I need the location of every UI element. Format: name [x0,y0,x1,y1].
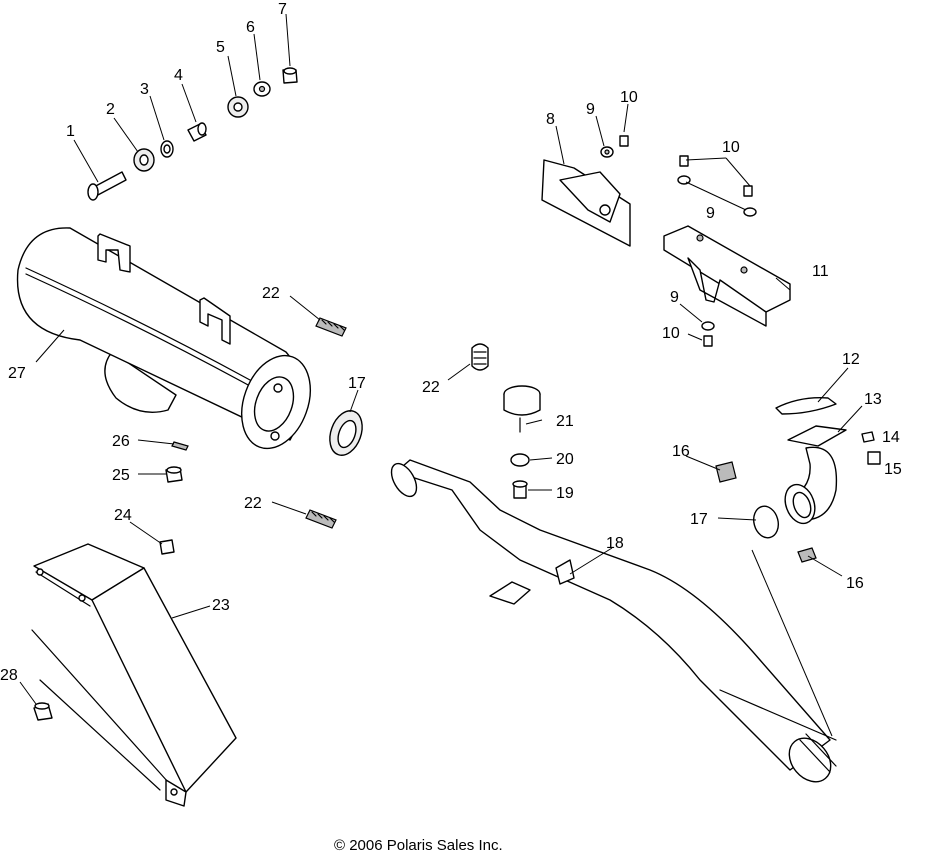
part-24-screw [159,539,175,555]
part-18-exhaust-pipe [390,459,837,783]
part-11-bracket [663,225,791,327]
part-23-heat-shield [31,543,237,807]
callout-7: 7 [278,1,287,18]
part-28-screw [33,702,53,721]
part-19-bolt [512,480,528,499]
part-9-washer-a [600,146,614,158]
callout-23: 23 [212,597,230,614]
part-1-bolt [87,171,127,201]
callout-18: 18 [606,535,624,552]
part-8-bracket [541,159,631,247]
callout-8: 8 [546,111,555,128]
part-17-gasket-right [752,505,780,539]
callout-17-b: 17 [690,511,708,528]
part-25-nut [165,466,183,483]
callout-26: 26 [112,433,130,450]
part-20-washer [510,453,530,467]
part-22-clamp-middle [471,343,489,371]
callout-19: 19 [556,485,574,502]
part-22-clamp-lower [305,509,337,529]
callout-5: 5 [216,39,225,56]
callout-22-c: 22 [244,495,262,512]
callout-21: 21 [556,413,574,430]
part-9-washer-c [701,321,715,331]
callout-9-a: 9 [586,101,595,118]
callout-6: 6 [246,19,255,36]
callout-16-a: 16 [672,443,690,460]
callout-1: 1 [66,123,75,140]
callout-17-a: 17 [348,375,366,392]
callout-2: 2 [106,101,115,118]
part-4-sleeve [187,122,207,142]
callout-16-b: 16 [846,575,864,592]
part-16-spring-lower [797,547,817,563]
part-21-rubber-plug [503,385,541,433]
part-16-spring-upper [715,461,737,483]
part-3-ring [160,140,174,158]
callout-14: 14 [882,429,900,446]
part-17-gasket-left [329,410,363,456]
callout-10-b: 10 [722,139,740,156]
part-22-clamp-upper [315,317,347,337]
callout-10-a: 10 [620,89,638,106]
part-15-nut [867,451,881,465]
part-6-washer [253,81,271,97]
part-14-nut [861,431,875,443]
callout-13: 13 [864,391,882,408]
callout-4: 4 [174,67,183,84]
callout-10-c: 10 [662,325,680,342]
callout-22-b: 22 [422,379,440,396]
callout-24: 24 [114,507,132,524]
part-10-bolt-a [619,135,629,147]
callout-9-c: 9 [670,289,679,306]
part-10-bolt-c [703,335,713,347]
callout-12: 12 [842,351,860,368]
callout-3: 3 [140,81,149,98]
callout-22-a: 22 [262,285,280,302]
callout-25: 25 [112,467,130,484]
part-2-grommet [133,148,155,172]
part-7-spacer [282,67,298,84]
callout-20: 20 [556,451,574,468]
callout-15: 15 [884,461,902,478]
callout-11: 11 [812,263,829,280]
part-26-pin [171,441,189,451]
callout-27: 27 [8,365,26,382]
part-9-washer-b [677,175,757,217]
part-13-head-pipe [784,425,847,525]
part-27-muffler [16,227,311,450]
part-10-bolt-b [679,155,753,197]
leader-lines [19,13,863,705]
part-12-gasket [775,397,837,415]
part-5-grommet [227,96,249,118]
callout-numbers: 1 2 3 4 5 6 7 8 9 10 10 9 11 9 10 12 13 … [0,1,902,684]
callout-28: 28 [0,667,18,684]
copyright-notice: © 2006 Polaris Sales Inc. [334,837,503,854]
callout-9-b: 9 [706,205,715,222]
